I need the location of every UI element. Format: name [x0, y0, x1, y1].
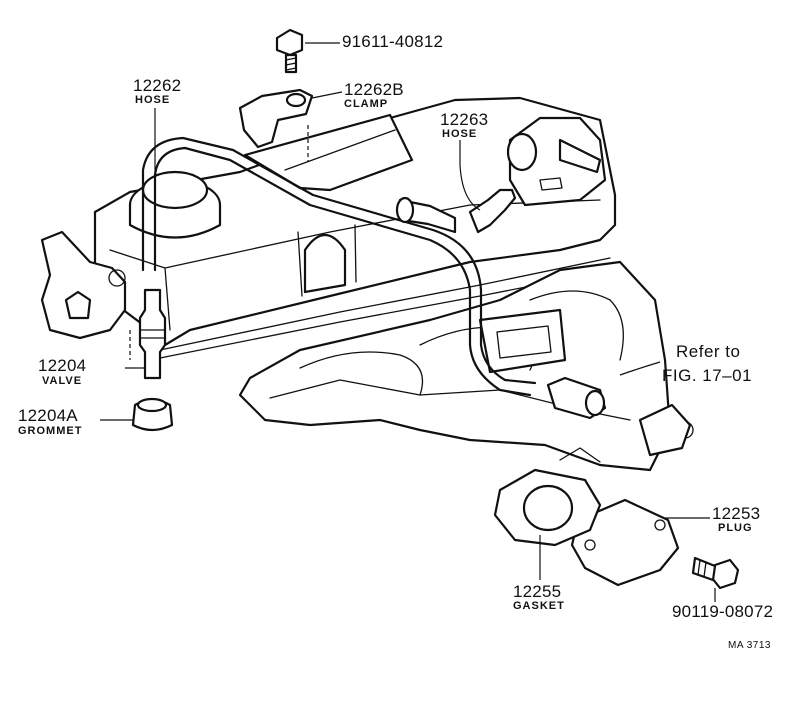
left-outlet	[40, 230, 127, 340]
fitting-union	[546, 376, 607, 420]
leader-lines	[100, 42, 716, 602]
hose-12263	[395, 188, 517, 234]
hose-12262	[141, 136, 537, 397]
part-name-gasket: GASKET	[513, 600, 565, 612]
grommet	[131, 397, 174, 432]
drawing-code: MA 3713	[728, 640, 771, 651]
part-number-12204a: 12204A	[18, 406, 78, 425]
part-number-12253: 12253	[712, 504, 761, 523]
clamp	[238, 88, 314, 149]
oil-filler-cap	[128, 170, 222, 239]
part-number-12204: 12204	[38, 356, 87, 375]
part-number-12255: 12255	[513, 582, 562, 601]
bolt-bottom	[691, 556, 740, 590]
gasket	[493, 468, 602, 547]
part-number-91611-40812: 91611-40812	[342, 32, 444, 51]
part-name-hose-12263: HOSE	[442, 128, 478, 140]
part-name-clamp: CLAMP	[344, 98, 389, 110]
part-name-grommet: GROMMET	[18, 425, 83, 437]
bolt-top	[275, 28, 304, 74]
part-number-12263: 12263	[440, 110, 489, 129]
pcv-valve	[138, 288, 167, 380]
plug	[570, 498, 680, 587]
part-name-hose-12262: HOSE	[135, 94, 171, 106]
water-outlet-housing	[506, 116, 607, 207]
part-name-plug: PLUG	[718, 522, 753, 534]
valve-cover	[93, 96, 617, 361]
reference-line-1: Refer to	[676, 342, 741, 361]
part-name-valve: VALVE	[42, 375, 83, 387]
part-number-12262b: 12262B	[344, 80, 404, 99]
reference-line-2: FIG. 17–01	[662, 366, 753, 385]
part-number-90119-08072: 90119-08072	[672, 602, 774, 621]
part-number-12262: 12262	[133, 76, 182, 95]
